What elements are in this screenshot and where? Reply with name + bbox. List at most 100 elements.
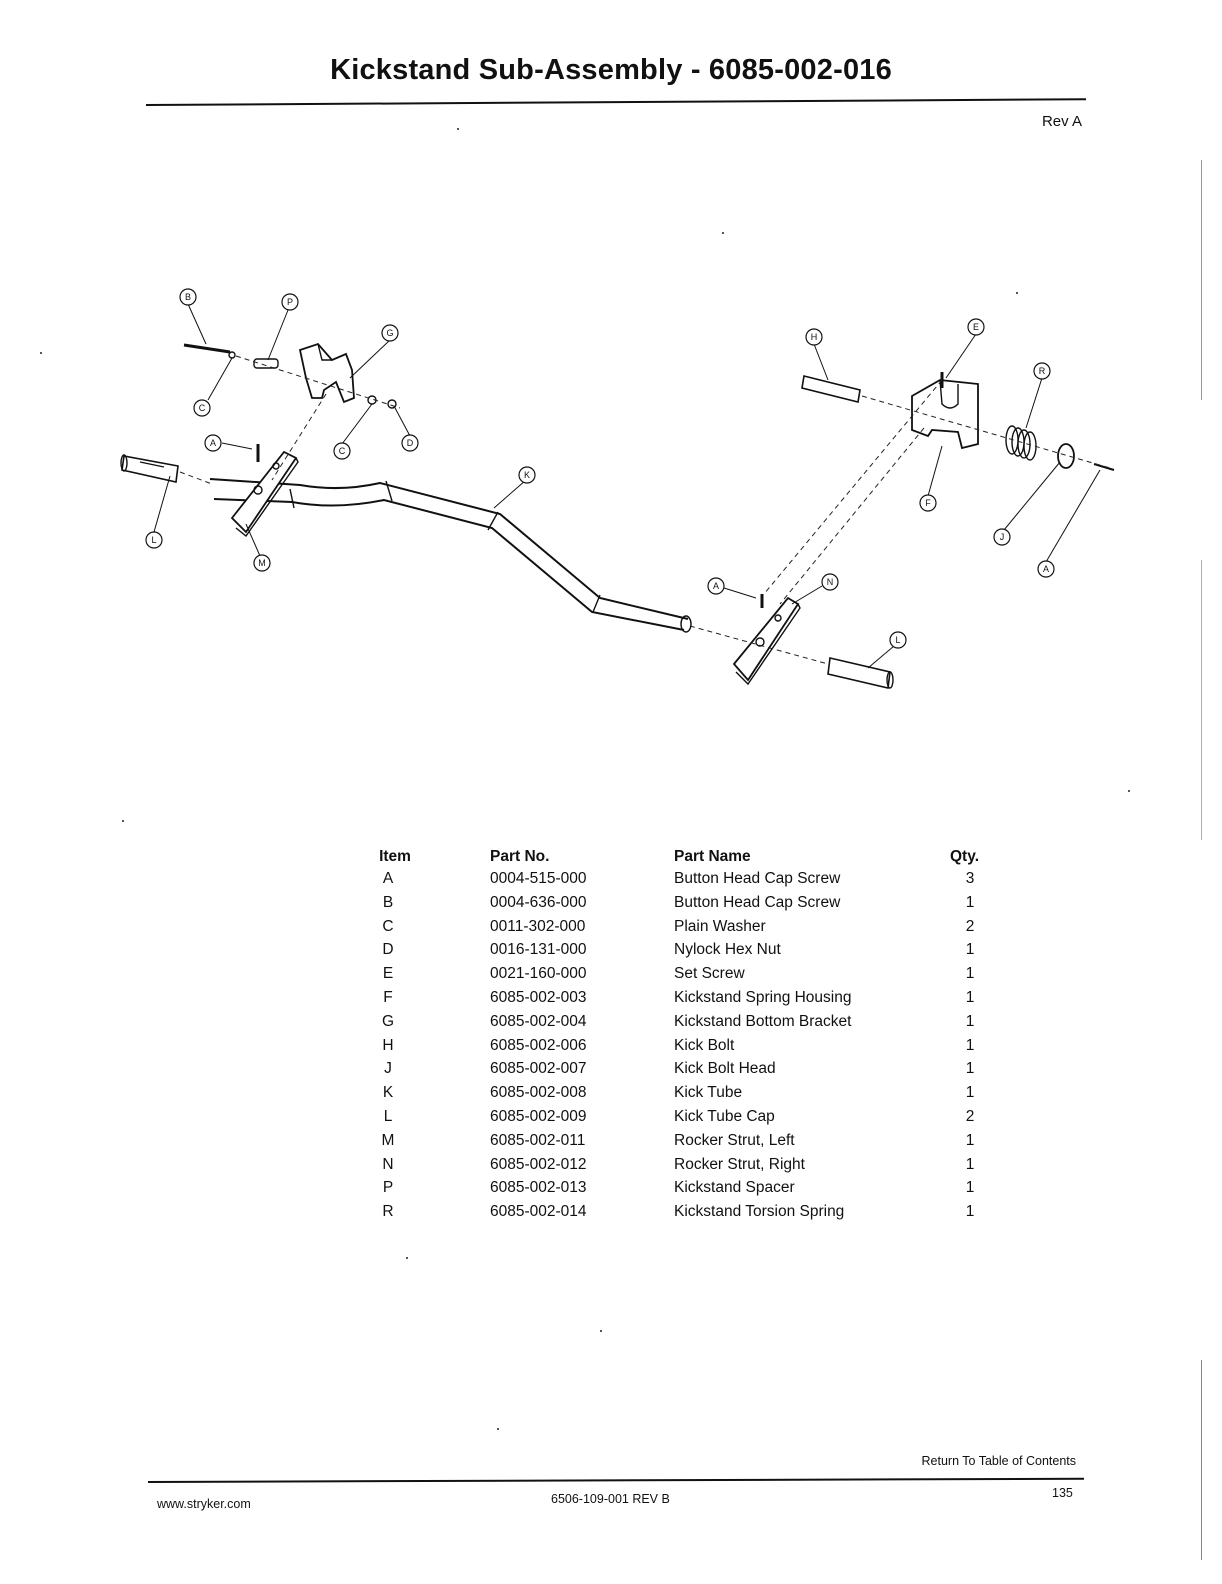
column-header-qty: Qty.	[950, 848, 979, 865]
item-cell: R	[382, 1203, 394, 1221]
scan-speck	[406, 1257, 408, 1259]
item-cell: C	[382, 917, 394, 935]
part-no-cell: 6085-002-012	[490, 1155, 587, 1173]
part-no-cell: 6085-002-009	[490, 1107, 587, 1125]
kick-bolt	[801, 375, 861, 403]
qty-cell: 2	[965, 1107, 975, 1125]
qty-cell: 1	[965, 941, 975, 959]
callout-label: C	[199, 403, 206, 413]
part-no-cell: 6085-002-013	[490, 1179, 587, 1197]
callout-label: J	[1000, 532, 1005, 542]
callout-label: A	[210, 438, 216, 448]
kick-tube-cap-left	[121, 455, 179, 483]
qty-cell: 1	[965, 1036, 975, 1054]
part-name-cell: Kickstand Spacer	[674, 1179, 795, 1197]
scan-edge-mark	[1201, 160, 1202, 400]
part-no-cell: 6085-002-008	[490, 1084, 587, 1102]
callout-label: C	[339, 446, 346, 456]
qty-cell: 1	[965, 1131, 975, 1149]
table-row: A 0004-515-000 Button Head Cap Screw 3	[330, 870, 990, 894]
part-name-cell: Kick Bolt	[674, 1036, 735, 1054]
part-no-cell: 0004-515-000	[490, 870, 587, 887]
part-name-cell: Kickstand Bottom Bracket	[674, 1012, 852, 1030]
item-cell: L	[383, 1107, 393, 1125]
scan-speck	[497, 1428, 499, 1430]
part-name-cell: Set Screw	[674, 965, 745, 983]
item-cell: P	[382, 1179, 394, 1197]
item-cell: J	[384, 1060, 392, 1078]
torsion-spring	[1005, 425, 1037, 461]
qty-cell: 3	[965, 870, 975, 887]
table-row: N 6085-002-012 Rocker Strut, Right 1	[330, 1156, 990, 1180]
part-no-cell: 6085-002-006	[490, 1036, 587, 1054]
scan-speck	[457, 128, 459, 130]
item-cell: H	[382, 1036, 394, 1054]
callout-label: M	[258, 558, 266, 568]
footer-website: www.stryker.com	[157, 1497, 251, 1511]
qty-cell: 1	[965, 1203, 975, 1221]
table-row: L 6085-002-009 Kick Tube Cap 2	[330, 1108, 990, 1132]
callout-label: D	[407, 438, 414, 448]
rocker-strut-right	[732, 596, 800, 682]
item-cell: D	[382, 941, 394, 959]
item-cell: M	[381, 1131, 395, 1149]
qty-cell: 1	[965, 1012, 975, 1030]
part-name-cell: Button Head Cap Screw	[674, 893, 841, 911]
rocker-strut-left	[230, 450, 298, 534]
table-row: H 6085-002-006 Kick Bolt 1	[330, 1037, 990, 1061]
callout-label: G	[386, 328, 393, 338]
part-no-cell: 0016-131-000	[490, 941, 587, 959]
callout-label: N	[827, 577, 834, 587]
callout-label: H	[811, 332, 818, 342]
item-cell: E	[382, 965, 394, 983]
kick-tube	[209, 478, 689, 620]
item-cell: N	[382, 1155, 394, 1173]
callout-label: A	[1043, 564, 1049, 574]
part-name-cell: Rocker Strut, Right	[674, 1155, 805, 1173]
item-cell: F	[383, 988, 393, 1006]
part-no-cell: 6085-002-011	[490, 1131, 586, 1149]
kick-bolt-head	[1057, 443, 1075, 469]
scan-speck	[722, 232, 724, 234]
scan-edge-mark	[1201, 560, 1202, 840]
footer-doc-number: 6506-109-001 REV B	[551, 1492, 670, 1506]
callout-label: A	[713, 581, 719, 591]
qty-cell: 1	[965, 1155, 975, 1173]
scan-speck	[600, 1330, 602, 1332]
qty-cell: 1	[965, 1179, 975, 1197]
part-name-cell: Kick Tube Cap	[674, 1107, 775, 1125]
part-name-cell: Button Head Cap Screw	[674, 870, 841, 887]
part-no-cell: 6085-002-014	[490, 1203, 587, 1221]
part-name-cell: Rocker Strut, Left	[674, 1131, 795, 1149]
header-rule	[146, 98, 1086, 106]
kickstand-bottom-bracket-left	[298, 342, 355, 404]
item-cell: A	[382, 870, 394, 887]
part-no-cell: 0021-160-000	[490, 965, 587, 983]
kick-tube-cap-right	[827, 657, 891, 689]
table-row: M 6085-002-011 Rocker Strut, Left 1	[330, 1132, 990, 1156]
footer-page-number: 135	[1052, 1486, 1073, 1500]
exploded-assembly-diagram: B P G C C D A L M K H E R F J A A N L	[120, 288, 1115, 689]
scan-speck	[1016, 292, 1018, 294]
callout-label: L	[151, 535, 156, 545]
part-name-cell: Kick Bolt Head	[674, 1060, 776, 1078]
callout-label: E	[973, 322, 979, 332]
kickstand-spring-housing	[911, 379, 979, 450]
qty-cell: 1	[965, 893, 975, 911]
scan-speck	[1128, 790, 1130, 792]
return-to-toc-link[interactable]: Return To Table of Contents	[921, 1454, 1077, 1468]
part-no-cell: 6085-002-007	[490, 1060, 587, 1078]
callout-label: L	[895, 635, 900, 645]
revision-label: Rev A	[1041, 113, 1082, 130]
table-row: P 6085-002-013 Kickstand Spacer 1	[330, 1179, 990, 1203]
